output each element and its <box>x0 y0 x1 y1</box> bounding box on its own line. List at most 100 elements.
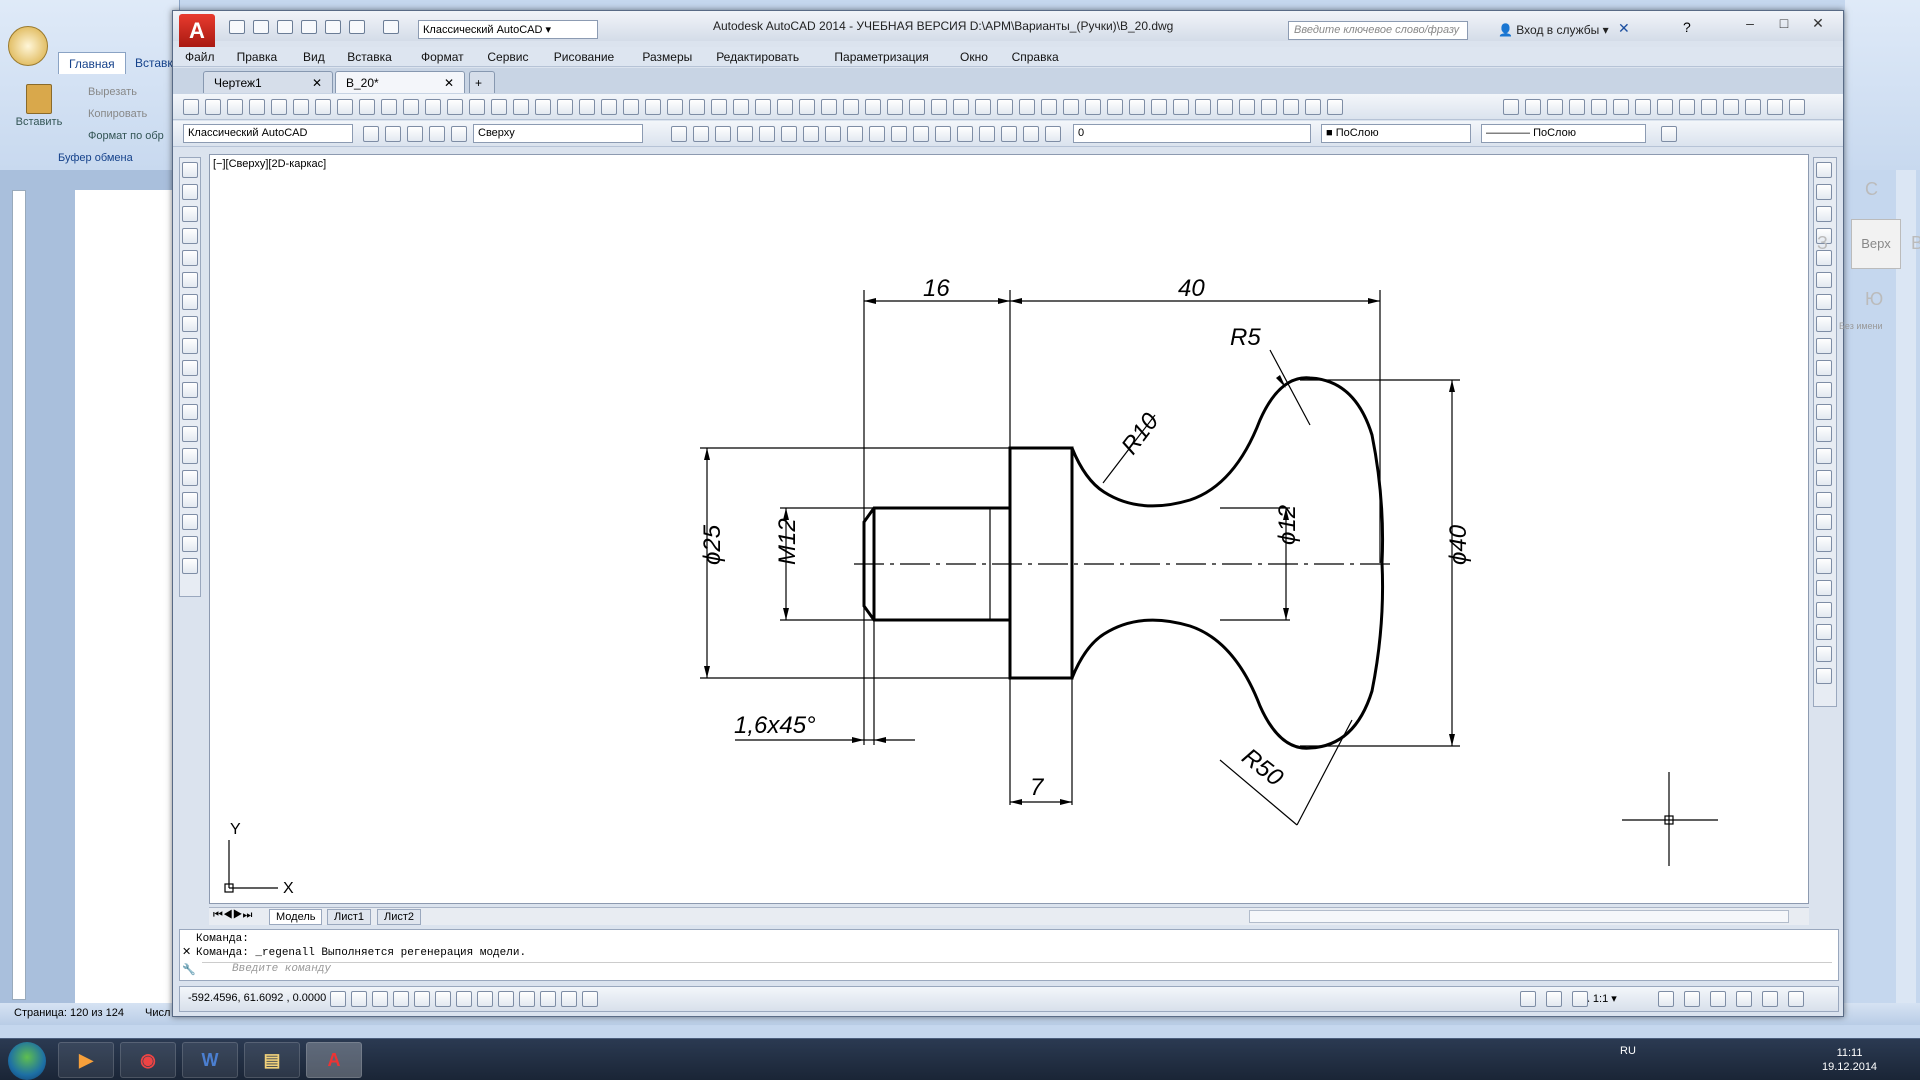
autocad-icon[interactable]: A <box>306 1042 362 1078</box>
toolbar-icon[interactable] <box>1547 99 1563 115</box>
toolbar-icon[interactable] <box>909 99 925 115</box>
toolbar-icon[interactable] <box>693 126 709 142</box>
status-toggle[interactable] <box>393 991 409 1007</box>
redo-icon[interactable] <box>383 20 399 34</box>
toolbar-icon[interactable] <box>957 126 973 142</box>
toolbar-icon[interactable] <box>601 99 617 115</box>
status-toggle[interactable] <box>372 991 388 1007</box>
status-tool[interactable] <box>1572 991 1588 1007</box>
toolbar-icon[interactable] <box>1723 99 1739 115</box>
tool-icon[interactable] <box>182 250 198 266</box>
toolbar-icon[interactable] <box>777 99 793 115</box>
tool-icon[interactable] <box>1816 360 1832 376</box>
menu-item-6[interactable]: Рисование <box>553 50 615 64</box>
status-toggle[interactable] <box>519 991 535 1007</box>
toolbar-icon[interactable] <box>1327 99 1343 115</box>
tool-icon[interactable] <box>182 492 198 508</box>
close-tab-icon[interactable]: ✕ <box>443 76 454 90</box>
tool-icon[interactable] <box>1816 316 1832 332</box>
save-icon[interactable] <box>277 20 293 34</box>
tool-icon[interactable] <box>1816 580 1832 596</box>
tool-icon[interactable] <box>182 360 198 376</box>
toolbar-icon[interactable] <box>1701 99 1717 115</box>
toolbar-icon[interactable] <box>359 99 375 115</box>
new-icon[interactable] <box>229 20 245 34</box>
start-button[interactable] <box>8 1042 46 1080</box>
toolbar-icon[interactable] <box>1745 99 1761 115</box>
tool-icon[interactable] <box>182 206 198 222</box>
toolbar-icon[interactable] <box>1767 99 1783 115</box>
tool-icon[interactable] <box>1816 602 1832 618</box>
toolbar-icon[interactable] <box>429 126 445 142</box>
tool-icon[interactable] <box>182 294 198 310</box>
toolbar-icon[interactable] <box>689 99 705 115</box>
workspace-combo[interactable]: Классический AutoCAD <box>183 124 353 143</box>
toolbar-icon[interactable] <box>1525 99 1541 115</box>
tab-layout2[interactable]: Лист2 <box>377 909 422 925</box>
toolbar-icon[interactable] <box>869 126 885 142</box>
menu-item-7[interactable]: Размеры <box>642 50 693 64</box>
toolbar-icon[interactable] <box>183 99 199 115</box>
toolbar-icon[interactable] <box>733 99 749 115</box>
toolbar-icon[interactable] <box>1657 99 1673 115</box>
word-right-scrollbar[interactable] <box>1896 170 1916 1005</box>
menu-item-8[interactable]: Редактировать <box>716 50 800 64</box>
tool-icon[interactable] <box>182 162 198 178</box>
status-toggle[interactable] <box>498 991 514 1007</box>
toolbar-icon[interactable] <box>513 99 529 115</box>
tab-layout1[interactable]: Лист1 <box>327 909 372 925</box>
tool-icon[interactable] <box>182 448 198 464</box>
tool-icon[interactable] <box>1816 184 1832 200</box>
toolbar-icon[interactable] <box>1085 99 1101 115</box>
status-tool[interactable] <box>1788 991 1804 1007</box>
status-tool[interactable] <box>1762 991 1778 1007</box>
tool-icon[interactable] <box>1816 646 1832 662</box>
chrome-icon[interactable]: ◉ <box>120 1042 176 1078</box>
tool-icon[interactable] <box>182 514 198 530</box>
media-player-icon[interactable]: ▶ <box>58 1042 114 1078</box>
menu-item-3[interactable]: Вставка <box>347 50 392 64</box>
viewcube-east[interactable]: В <box>1911 233 1920 253</box>
minimize-button[interactable]: – <box>1746 15 1754 31</box>
tool-icon[interactable] <box>182 404 198 420</box>
tool-icon[interactable] <box>1816 558 1832 574</box>
toolbar-icon[interactable] <box>579 99 595 115</box>
tool-icon[interactable] <box>1816 272 1832 288</box>
toolbar-icon[interactable] <box>645 99 661 115</box>
status-toggle[interactable] <box>540 991 556 1007</box>
toolbar-icon[interactable] <box>1001 126 1017 142</box>
toolbar-icon[interactable] <box>623 99 639 115</box>
toolbar-icon[interactable] <box>1195 99 1211 115</box>
tool-icon[interactable] <box>1816 162 1832 178</box>
toolbar-icon[interactable] <box>249 99 265 115</box>
toolbar-icon[interactable] <box>825 126 841 142</box>
toolbar-icon[interactable] <box>1151 99 1167 115</box>
tool-icon[interactable] <box>182 382 198 398</box>
color-combo[interactable]: ■ ПоСлою <box>1321 124 1471 143</box>
status-toggle[interactable] <box>414 991 430 1007</box>
tool-icon[interactable] <box>182 272 198 288</box>
toolbar-icon[interactable] <box>891 126 907 142</box>
tool-icon[interactable] <box>1816 338 1832 354</box>
toolbar-icon[interactable] <box>667 99 683 115</box>
toolbar-icon[interactable] <box>1679 99 1695 115</box>
viewcube[interactable]: С З В Ю Верх Без имени <box>1813 171 1920 331</box>
tool-icon[interactable] <box>182 316 198 332</box>
tool-icon[interactable] <box>182 426 198 442</box>
toolbar-icon[interactable] <box>337 99 353 115</box>
toolbar-icon[interactable] <box>953 99 969 115</box>
toolbar-icon[interactable] <box>1173 99 1189 115</box>
help-icon[interactable]: ? <box>1683 19 1691 35</box>
close-tab-icon[interactable]: ✕ <box>311 76 322 90</box>
new-tab-button[interactable]: + <box>469 71 495 93</box>
clock[interactable]: 11:11 19.12.2014 <box>1822 1047 1878 1073</box>
tool-icon[interactable] <box>182 558 198 574</box>
toolbar-icon[interactable] <box>913 126 929 142</box>
toolbar-icon[interactable] <box>1107 99 1123 115</box>
toolbar-icon[interactable] <box>979 126 995 142</box>
application-menu-button[interactable]: A <box>179 14 215 50</box>
command-close-icon[interactable]: ✕ <box>182 947 192 959</box>
toolbar-icon[interactable] <box>847 126 863 142</box>
status-toggle[interactable] <box>561 991 577 1007</box>
explorer-icon[interactable]: ▤ <box>244 1042 300 1078</box>
